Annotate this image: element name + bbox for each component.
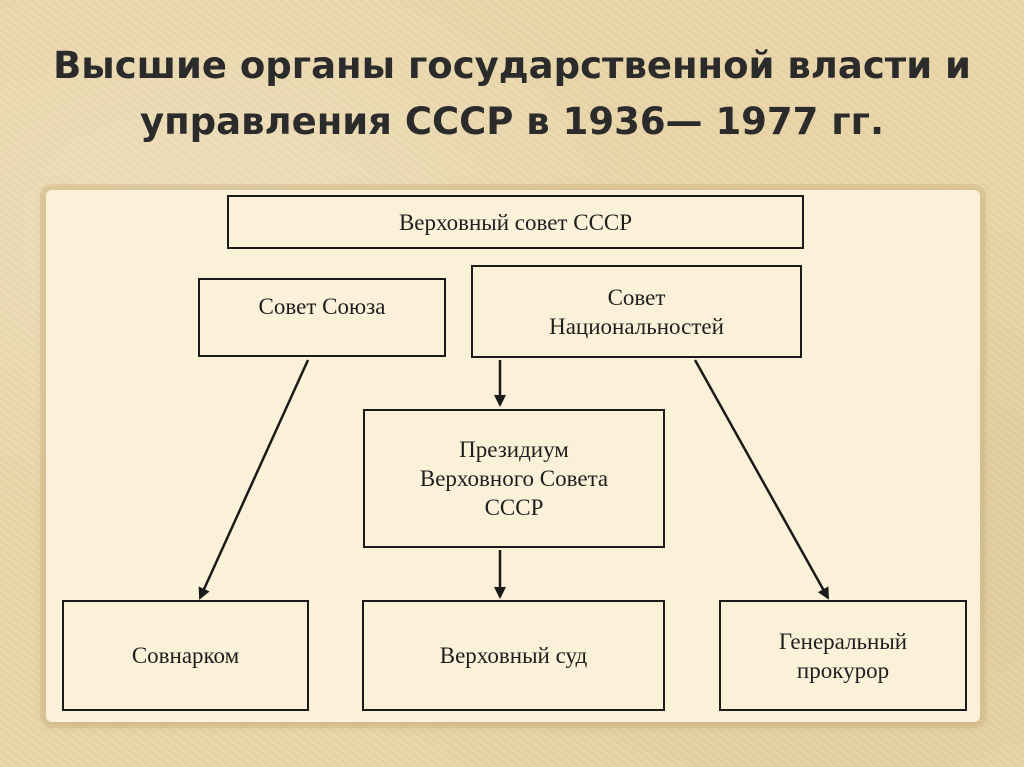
box-supreme-soviet: Верховный совет СССР: [227, 195, 804, 249]
box-sovnarkom: Совнарком: [62, 600, 309, 711]
box-soviet-nationalities: Совет Национальностей: [471, 265, 802, 358]
box-soviet-union: Совет Союза: [198, 278, 446, 357]
page-title: Высшие органы государственной власти и у…: [53, 44, 971, 143]
box-prosecutor: Генеральный прокурор: [719, 600, 967, 711]
box-presidium: Президиум Верховного Совета СССР: [363, 409, 665, 548]
box-supreme-court: Верховный суд: [362, 600, 665, 711]
